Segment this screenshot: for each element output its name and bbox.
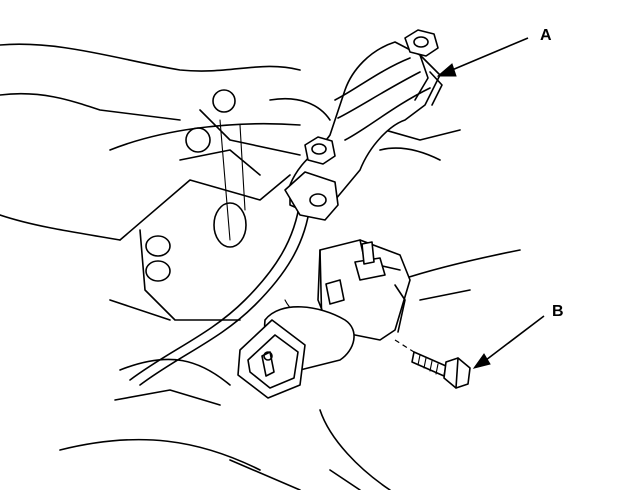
callout-a-label: A xyxy=(540,27,552,44)
callout-b-arrowhead xyxy=(472,353,491,369)
lower-bracket xyxy=(237,319,306,399)
lower-mount xyxy=(263,239,411,371)
flange-nut-top xyxy=(404,29,439,57)
engine-body-structure xyxy=(0,43,521,490)
bolt-alignment-line xyxy=(394,339,415,353)
callout-b: B xyxy=(472,303,564,369)
callout-b-leader xyxy=(485,315,545,361)
callout-b-label: B xyxy=(552,303,564,320)
callout-a-leader xyxy=(451,37,529,71)
callout-a: A xyxy=(436,27,552,77)
callout-a-arrowhead xyxy=(436,63,457,77)
mount-bolt xyxy=(411,351,471,389)
flange-nut-middle xyxy=(304,136,336,165)
upper-mount-bracket xyxy=(284,41,443,221)
flange-nuts xyxy=(304,29,439,165)
background-holes xyxy=(145,89,247,282)
